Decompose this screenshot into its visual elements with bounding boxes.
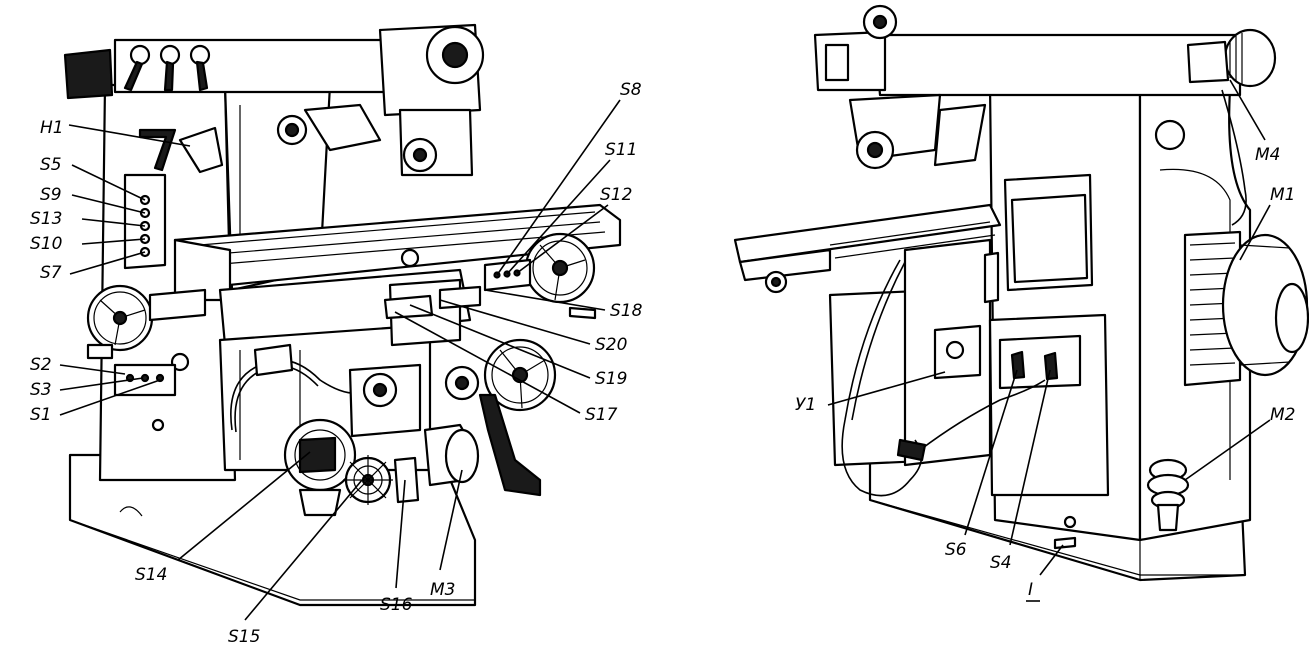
label-I: I: [1028, 580, 1033, 600]
label-S2: S2: [30, 355, 52, 375]
m1-motor: [1183, 230, 1309, 387]
s6-switch: [1010, 350, 1026, 380]
label-S13: S13: [30, 209, 62, 229]
label-S17: S17: [585, 405, 618, 425]
label-S18: S18: [610, 301, 643, 321]
label-S3: S3: [30, 380, 52, 400]
label-Y1: У1: [795, 395, 816, 415]
label-S8: S8: [620, 80, 642, 100]
label-S7: S7: [40, 263, 62, 283]
label-S6: S6: [945, 540, 967, 560]
s16-switch: [393, 456, 420, 504]
label-S20: S20: [595, 335, 627, 355]
left-base-edge: [69, 519, 475, 601]
s15-sprocket: [343, 455, 393, 505]
label-S11: S11: [605, 140, 637, 160]
m2-pump: [1146, 458, 1190, 532]
left-view-labels: H1 S5 S9 S13 S10 S7 S2 S3 S1 S14 S15 S16…: [30, 80, 643, 645]
label-M3: M3: [430, 580, 455, 600]
s4-switch: [1043, 351, 1059, 381]
left-machine-drawing: [63, 23, 622, 607]
overarm-levers: [123, 44, 211, 92]
left-base-notch: [119, 506, 143, 517]
label-S16: S16: [380, 595, 413, 615]
label-S5: S5: [40, 155, 62, 175]
h1-lamp: [178, 126, 224, 174]
label-H1: H1: [40, 118, 64, 138]
label-S1: S1: [30, 405, 52, 425]
label-S4: S4: [990, 553, 1012, 573]
label-S19: S19: [595, 369, 627, 389]
label-S9: S9: [40, 185, 62, 205]
label-S12: S12: [600, 185, 632, 205]
right-table: [733, 203, 1002, 264]
right-view-labels: M4 M1 M2 У1 S6 S4 I: [795, 79, 1295, 602]
left-crank: [478, 393, 542, 497]
right-oil-cap: [1154, 119, 1186, 151]
left-overarm-knob: [63, 48, 114, 100]
right-machine-drawing: [733, 4, 1309, 582]
label-S15: S15: [228, 627, 260, 645]
label-M2: M2: [1270, 405, 1295, 425]
right-overarm: [873, 33, 1242, 97]
label-M4: M4: [1255, 145, 1280, 165]
label-S14: S14: [135, 565, 167, 585]
m4-handwheel: [1186, 28, 1277, 88]
left-overarm: [113, 38, 392, 94]
label-S10: S10: [30, 234, 62, 254]
label-M1: M1: [1270, 185, 1295, 205]
